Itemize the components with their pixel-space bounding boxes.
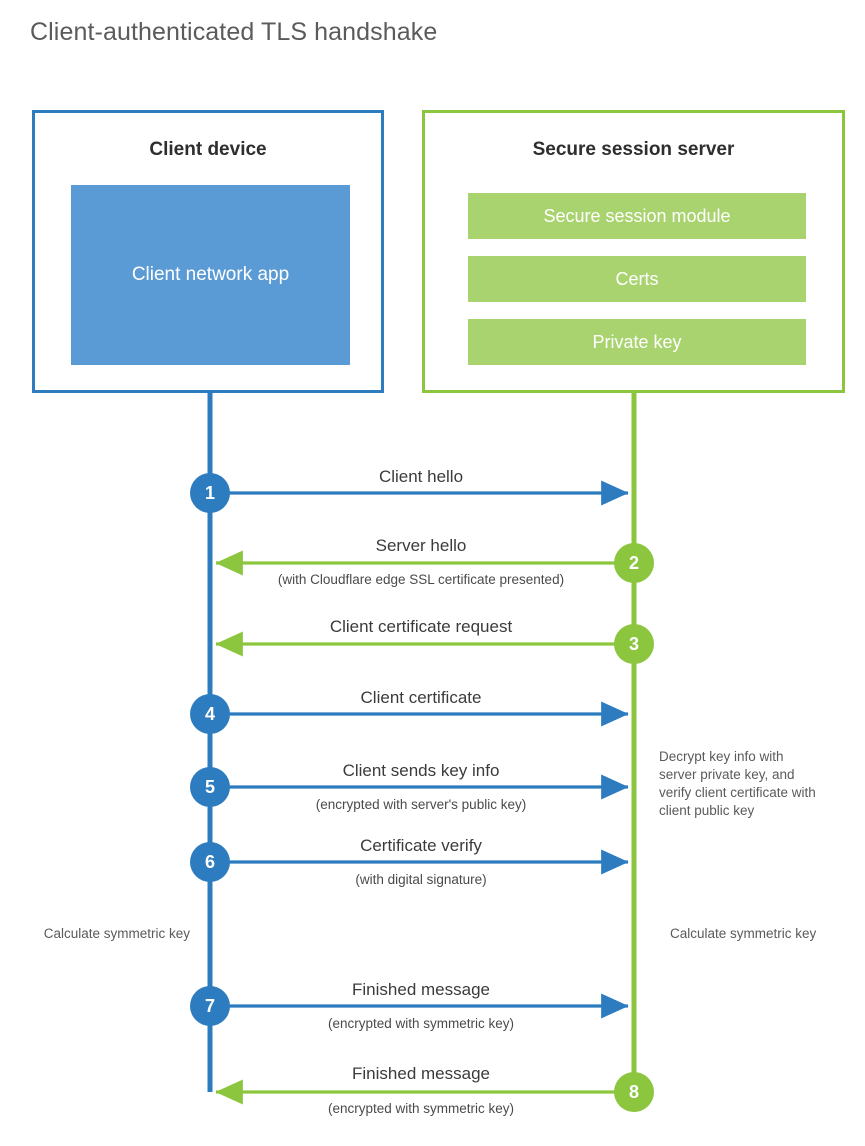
note-server-decrypt: Decrypt key info with server private key… [659, 749, 816, 818]
message-sublabel-8: (encrypted with symmetric key) [327, 1101, 515, 1116]
message-label-7: Finished message [352, 980, 490, 999]
message-sublabel-6: (with digital signature) [355, 872, 487, 887]
step-marker-1[interactable]: 1 [190, 473, 230, 513]
step-marker-2[interactable]: 2 [614, 543, 654, 583]
client-network-app-block: Client network app [71, 185, 350, 365]
step-marker-4[interactable]: 4 [190, 694, 230, 734]
message-sublabel-5: (encrypted with server's public key) [315, 797, 527, 812]
message-label-8: Finished message [352, 1064, 490, 1083]
message-label-5: Client sends key info [342, 761, 500, 780]
note-client-calculate-symmetric-key: Calculate symmetric key [43, 926, 190, 941]
secure-session-server-title: Secure session server [532, 139, 735, 160]
secure-session-server-box: Secure session server Secure session mod… [422, 110, 845, 393]
message-label-2: Server hello [375, 536, 467, 555]
step-marker-3[interactable]: 3 [614, 624, 654, 664]
message-label-1: Client hello [378, 467, 464, 486]
client-device-title: Client device [149, 139, 267, 160]
message-sublabel-2: (with Cloudflare edge SSL certificate pr… [277, 572, 565, 587]
step-marker-7[interactable]: 7 [190, 986, 230, 1026]
client-device-box: Client device Client network app [32, 110, 384, 393]
page-title: Client-authenticated TLS handshake [30, 18, 438, 46]
step-marker-5[interactable]: 5 [190, 767, 230, 807]
message-label-4: Client certificate [360, 688, 482, 707]
server-component-private-key: Private key [468, 319, 806, 365]
server-component-secure-session-module: Secure session module [468, 193, 806, 239]
note-server-calculate-symmetric-key: Calculate symmetric key [670, 926, 817, 941]
step-marker-8[interactable]: 8 [614, 1072, 654, 1112]
server-component-certs: Certs [468, 256, 806, 302]
message-label-6: Certificate verify [360, 836, 482, 855]
step-marker-6[interactable]: 6 [190, 842, 230, 882]
message-sublabel-7: (encrypted with symmetric key) [327, 1016, 515, 1031]
message-label-3: Client certificate request [329, 617, 513, 636]
